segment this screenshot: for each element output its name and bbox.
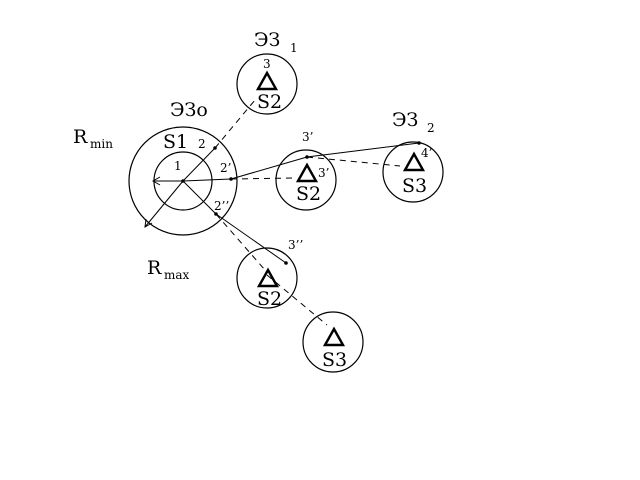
rmin-arrowhead	[151, 176, 161, 186]
zone-s2-mid-circle	[275, 149, 337, 211]
link-1-2b	[182, 180, 217, 215]
point-1-dot	[181, 179, 185, 183]
point-2a-dot	[229, 177, 233, 181]
point-3b-label: 3’’	[288, 238, 303, 252]
outer-zone-circle	[128, 126, 238, 236]
zone-s3-bottom-circle	[302, 311, 364, 373]
link-2a-3a	[230, 156, 308, 180]
point-4a-label: 4’	[421, 146, 432, 160]
point-3a-label: 3’	[302, 130, 313, 144]
point-3-label: 3	[263, 57, 271, 71]
dash-s2-low-s3-bottom	[266, 274, 328, 326]
label-rmax-sub: max	[164, 268, 190, 282]
triangle-icon	[402, 151, 426, 172]
link-2b-3b	[215, 213, 287, 264]
node-s3-right: S3	[402, 175, 427, 197]
node-s2-mid: S2	[296, 183, 321, 205]
rmax-arrowhead	[144, 218, 153, 228]
triangle-icon	[256, 267, 280, 288]
link-1-2a	[182, 178, 232, 182]
label-ez1: ЭЗ	[254, 29, 280, 51]
zone-s2-top-circle	[236, 53, 298, 115]
label-rmax: R	[147, 257, 162, 279]
node-s3-bottom: S3	[322, 349, 347, 371]
link-3a-4a	[306, 142, 420, 158]
link-1-2	[182, 147, 216, 182]
point-2-label: 2	[198, 137, 206, 151]
dash-2b-s2-low	[215, 213, 266, 271]
point-2-dot	[213, 146, 217, 150]
point-3a2-label: 3’	[318, 166, 329, 180]
label-rmin: R	[73, 126, 88, 148]
dash-2a-s2-mid	[230, 177, 295, 180]
label-ez0: ЭЗо	[170, 99, 208, 121]
point-2a-label: 2’	[220, 161, 231, 175]
point-2b-dot	[214, 212, 218, 216]
node-s1: S1	[163, 131, 188, 153]
label-rmin-sub: min	[90, 137, 113, 151]
triangle-icon	[322, 326, 346, 347]
triangle-icon	[295, 162, 319, 183]
point-4a-dot	[417, 141, 421, 145]
point-1-label: 1	[174, 159, 182, 173]
node-s2-top: S2	[257, 91, 282, 113]
zone-s2-low-circle	[236, 247, 298, 309]
dash-3a-s3-right	[306, 156, 401, 167]
label-ez2: ЭЗ	[392, 109, 418, 131]
point-3a-dot	[305, 155, 309, 159]
rmax-radius-line	[144, 180, 184, 228]
label-ez2-sub: 2	[427, 121, 435, 135]
node-s2-low: S2	[257, 288, 282, 310]
point-3b-dot	[284, 261, 288, 265]
triangle-icon	[255, 70, 279, 91]
zone-s3-right-circle	[382, 141, 444, 203]
dash-2-s2-top	[214, 99, 256, 149]
label-ez1-sub: 1	[290, 41, 298, 55]
point-2b-label: 2’’	[214, 199, 229, 213]
